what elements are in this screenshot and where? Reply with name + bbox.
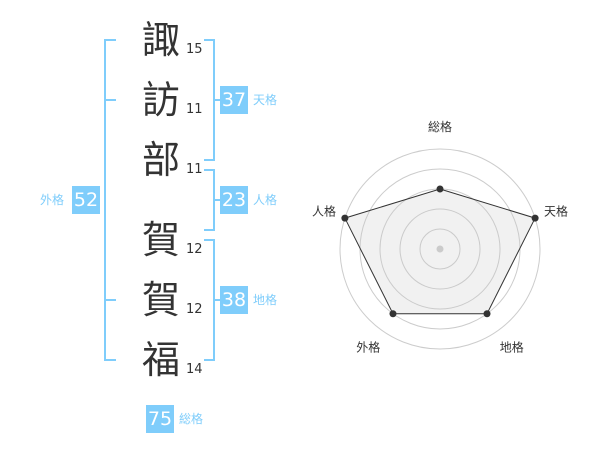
stroke-count: 14 — [186, 362, 203, 377]
radar-axis-label: 外格 — [356, 340, 380, 355]
radar-axis-label: 人格 — [312, 203, 336, 218]
gaikaku-value: 52 — [72, 186, 100, 214]
radar-center — [436, 245, 444, 253]
radar-point — [436, 185, 444, 193]
radar-ring — [339, 148, 541, 350]
jinkaku-bracket — [204, 169, 220, 231]
radar-area — [344, 188, 536, 315]
radar-ring — [419, 228, 461, 270]
stroke-count: 12 — [186, 302, 203, 317]
radar-point — [531, 214, 539, 222]
stroke-count: 11 — [186, 102, 203, 117]
soukaku-label: 総格 — [179, 412, 204, 426]
tenkaku-value: 37 — [220, 86, 248, 114]
jinkaku-value: 23 — [220, 186, 248, 214]
name-char: 賀 — [141, 278, 180, 322]
soukaku-value: 75 — [146, 405, 174, 433]
radar-axis-label: 総格 — [428, 119, 452, 134]
jinkaku-label: 人格 — [253, 193, 278, 207]
gaikaku-bracket — [104, 39, 116, 361]
radar-axis-label: 天格 — [544, 203, 568, 218]
name-char: 福 — [141, 338, 180, 382]
radar-ring — [399, 208, 481, 290]
name-char: 部 — [141, 138, 180, 182]
chikaku-value: 38 — [220, 286, 248, 314]
tenkaku-label: 天格 — [253, 93, 278, 107]
radar-point — [389, 310, 397, 318]
radar-point — [341, 214, 349, 222]
gaikaku-label: 外格 — [40, 193, 65, 207]
stroke-count: 12 — [186, 242, 203, 257]
stroke-count: 11 — [186, 162, 203, 177]
name-char: 諏 — [141, 18, 180, 62]
radar-axis-label: 地格 — [500, 340, 524, 355]
name-char: 賀 — [141, 218, 180, 262]
name-char: 訪 — [141, 78, 180, 122]
stroke-count: 15 — [186, 42, 203, 57]
radar-point — [483, 310, 491, 318]
tenkaku-bracket — [204, 39, 220, 161]
chikaku-label: 地格 — [253, 293, 278, 307]
chikaku-bracket — [204, 239, 220, 361]
